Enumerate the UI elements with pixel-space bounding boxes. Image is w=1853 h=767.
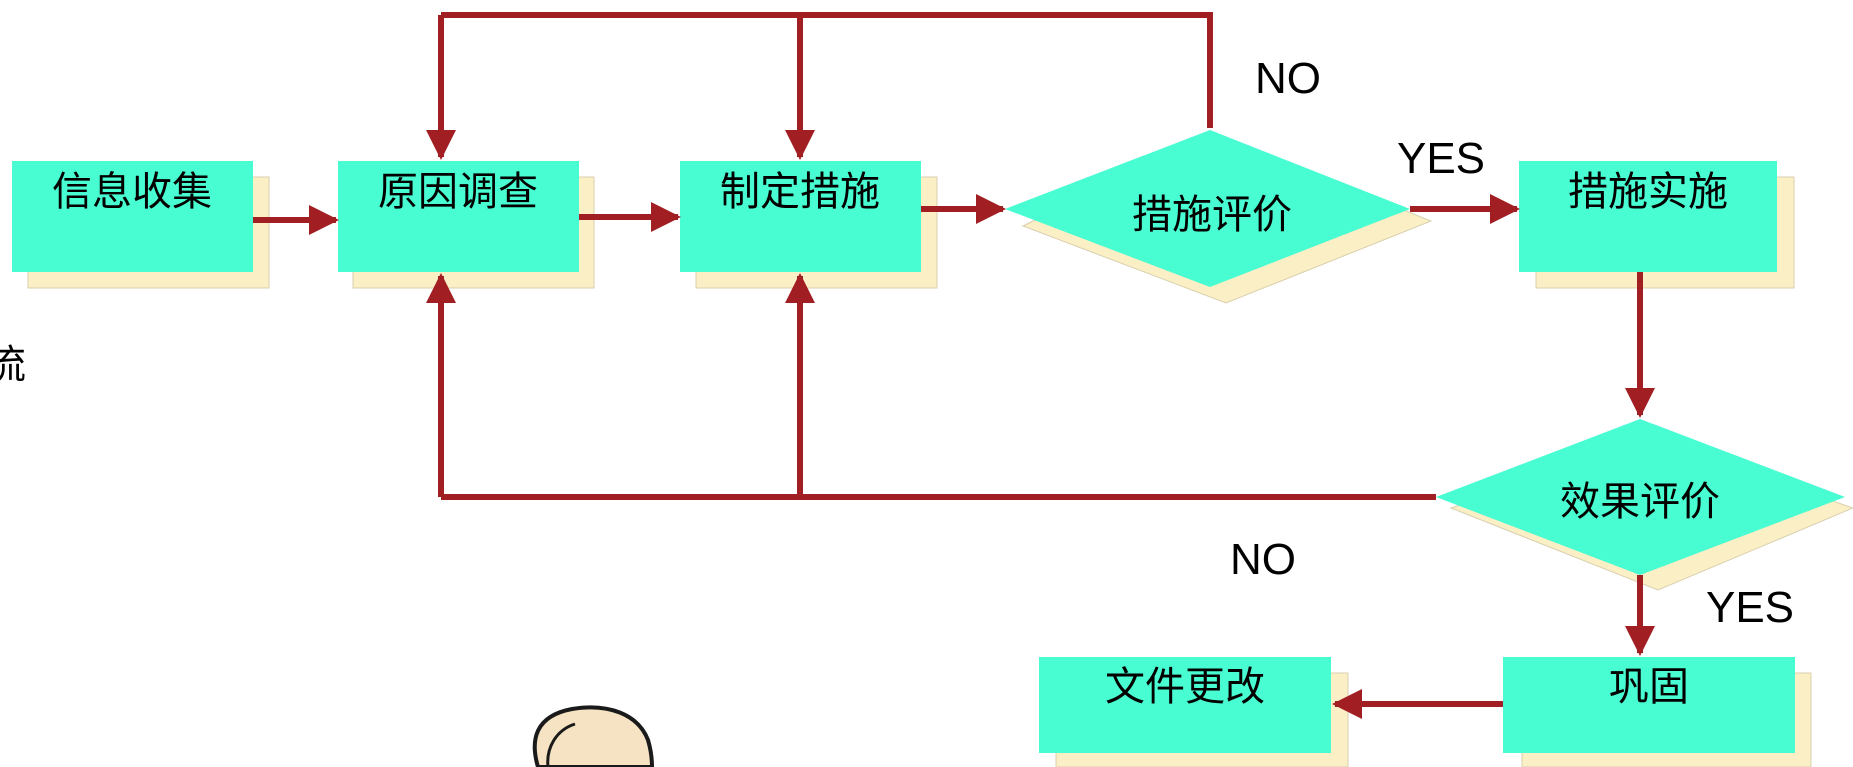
node-effect-evaluation-label: 效果评价 xyxy=(1560,479,1720,525)
edges xyxy=(253,12,1655,719)
edge-label-effect-eval-yes: YES xyxy=(1706,583,1794,632)
node-effect-evaluation: 效果评价 xyxy=(1436,419,1845,575)
node-info-collect: 信息收集 xyxy=(12,161,253,272)
cartoon-head-illustration xyxy=(532,705,655,767)
node-set-measures-label: 制定措施 xyxy=(720,169,880,215)
node-measure-evaluation: 措施评价 xyxy=(1005,130,1410,287)
edge-label-measure-eval-yes: YES xyxy=(1397,134,1485,183)
node-document-change: 文件更改 xyxy=(1039,657,1331,753)
node-cause-investigation-label: 原因调查 xyxy=(378,169,538,215)
node-implement-measures: 措施实施 xyxy=(1519,161,1777,272)
node-set-measures: 制定措施 xyxy=(680,161,921,272)
edge-text-left-cutoff: 流 xyxy=(0,342,26,388)
node-cause-investigation: 原因调查 xyxy=(338,161,579,272)
edge-label-measure-eval-no: NO xyxy=(1255,54,1321,103)
node-info-collect-label: 信息收集 xyxy=(52,169,212,215)
edge-measure-eval-no-loop xyxy=(441,12,1213,128)
node-consolidate-label: 巩固 xyxy=(1609,664,1689,710)
node-consolidate: 巩固 xyxy=(1503,657,1795,753)
node-implement-measures-label: 措施实施 xyxy=(1568,169,1728,215)
node-measure-evaluation-label: 措施评价 xyxy=(1132,192,1292,238)
edge-label-effect-eval-no: NO xyxy=(1230,535,1296,584)
node-document-change-label: 文件更改 xyxy=(1105,664,1265,710)
